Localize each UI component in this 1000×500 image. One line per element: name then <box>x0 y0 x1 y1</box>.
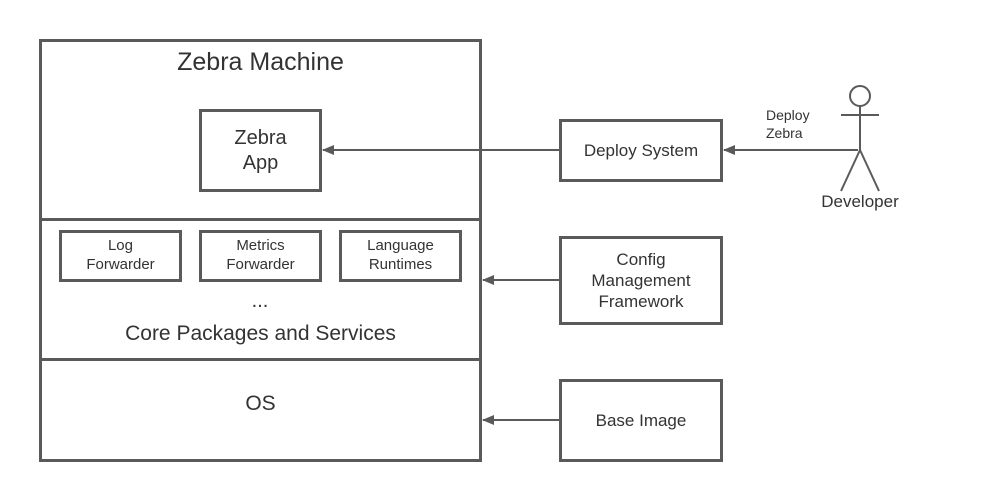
zebra-machine-title: Zebra Machine <box>177 48 344 76</box>
metrics-forwarder-label: Metrics Forwarder <box>226 237 295 273</box>
config-framework-box: Config Management Framework <box>559 236 723 325</box>
core-ellipsis: ... <box>251 290 269 312</box>
os-label: OS <box>245 392 276 415</box>
base-image-box: Base Image <box>559 379 723 462</box>
language-runtimes-box: Language Runtimes <box>339 230 462 282</box>
log-forwarder-label: Log Forwarder <box>86 237 155 273</box>
zebra-app-box: Zebra App <box>199 109 322 192</box>
deploy-system-label: Deploy System <box>583 140 699 160</box>
metrics-forwarder-box: Metrics Forwarder <box>199 230 322 282</box>
config-framework-label: Config Management Framework <box>591 249 691 312</box>
log-forwarder-box: Log Forwarder <box>59 230 182 282</box>
developer-label: Developer <box>821 192 899 211</box>
developer-stick-figure <box>840 85 880 192</box>
section-divider-core <box>39 218 482 221</box>
language-runtimes-label: Language Runtimes <box>367 237 434 273</box>
core-packages-label: Core Packages and Services <box>125 322 396 345</box>
deploy-system-box: Deploy System <box>559 119 723 182</box>
section-divider-os <box>39 358 482 361</box>
base-image-label: Base Image <box>595 410 687 430</box>
developer-action-label: Deploy Zebra <box>766 107 810 141</box>
zebra-app-label: Zebra App <box>234 126 287 174</box>
